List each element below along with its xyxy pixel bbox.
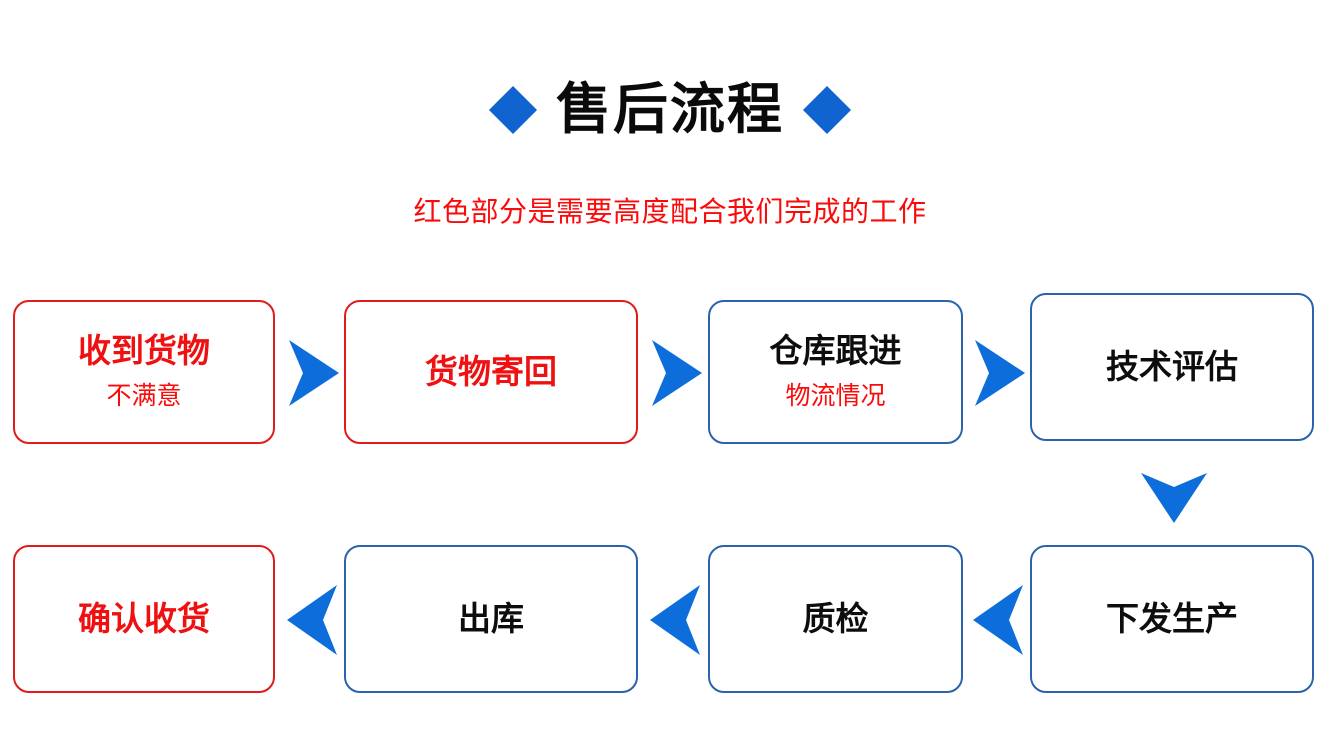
- page-title-text: 售后流程: [555, 78, 784, 140]
- flow-step-title: 出库: [458, 600, 524, 638]
- page-title: 售后流程: [0, 82, 1340, 137]
- flow-step-下发生产[interactable]: 下发生产: [1030, 545, 1314, 693]
- flow-step-title: 下发生产: [1106, 600, 1238, 638]
- arrow-left-icon: [973, 583, 1025, 657]
- flow-step-货物寄回[interactable]: 货物寄回: [344, 300, 638, 444]
- flow-step-title: 确认收货: [78, 600, 210, 638]
- flow-step-确认收货[interactable]: 确认收货: [13, 545, 275, 693]
- flow-step-title: 收到货物: [78, 331, 210, 369]
- arrow-down-icon: [1139, 471, 1209, 523]
- flow-step-收到货物[interactable]: 收到货物 不满意: [13, 300, 275, 444]
- flow-step-subtitle: 物流情况: [785, 381, 886, 410]
- arrow-left-icon: [650, 583, 702, 657]
- flow-step-title: 质检: [802, 600, 869, 638]
- flow-step-subtitle: 不满意: [106, 381, 182, 410]
- flow-step-质检[interactable]: 质检: [708, 545, 963, 693]
- flow-step-title: 仓库跟进: [769, 331, 902, 369]
- arrow-right-icon: [973, 338, 1025, 408]
- flow-step-title: 货物寄回: [425, 353, 557, 391]
- arrow-left-icon: [287, 583, 339, 657]
- flow-step-出库[interactable]: 出库: [344, 545, 638, 693]
- flow-step-技术评估[interactable]: 技术评估: [1030, 293, 1314, 441]
- page-subtitle: 红色部分是需要高度配合我们完成的工作: [413, 196, 927, 227]
- arrow-right-icon: [287, 338, 339, 408]
- flow-step-仓库跟进[interactable]: 仓库跟进 物流情况: [708, 300, 963, 444]
- flow-step-title: 技术评估: [1106, 348, 1238, 386]
- arrow-right-icon: [650, 338, 702, 408]
